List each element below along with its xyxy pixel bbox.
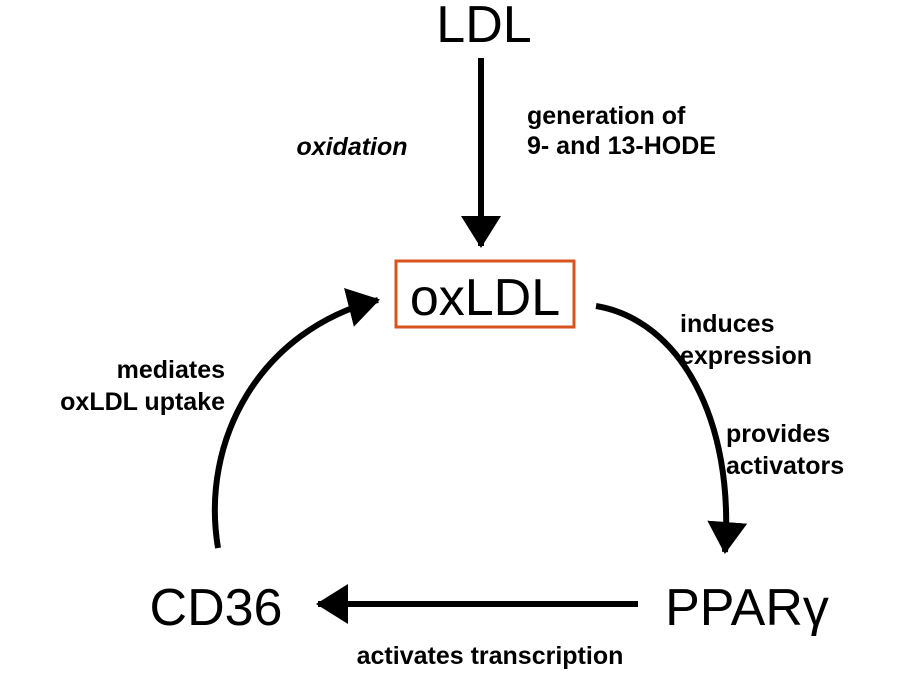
arrow-cd36-to-oxldl <box>211 288 380 549</box>
label-generation-of: generation of <box>527 102 686 130</box>
label-oxldl-uptake: oxLDL uptake <box>60 388 225 416</box>
label-induces: induces <box>680 310 774 338</box>
oxldl-highlight-box <box>394 259 576 329</box>
label-oxidation: oxidation <box>296 133 407 161</box>
label-activates-transcription: activates transcription <box>357 642 624 670</box>
label-activators: activators <box>726 452 844 480</box>
label-expression: expression <box>680 342 812 370</box>
label-mediates: mediates <box>117 356 225 384</box>
node-cd36: CD36 <box>150 579 283 637</box>
node-ppar-gamma: PPARγ <box>665 579 829 637</box>
arrow-oxldl-to-ppar <box>595 303 748 554</box>
label-provides: provides <box>726 420 830 448</box>
label-hode: 9- and 13-HODE <box>527 132 716 160</box>
node-ldl: LDL <box>436 0 531 54</box>
node-oxldl: oxLDL <box>410 269 560 327</box>
